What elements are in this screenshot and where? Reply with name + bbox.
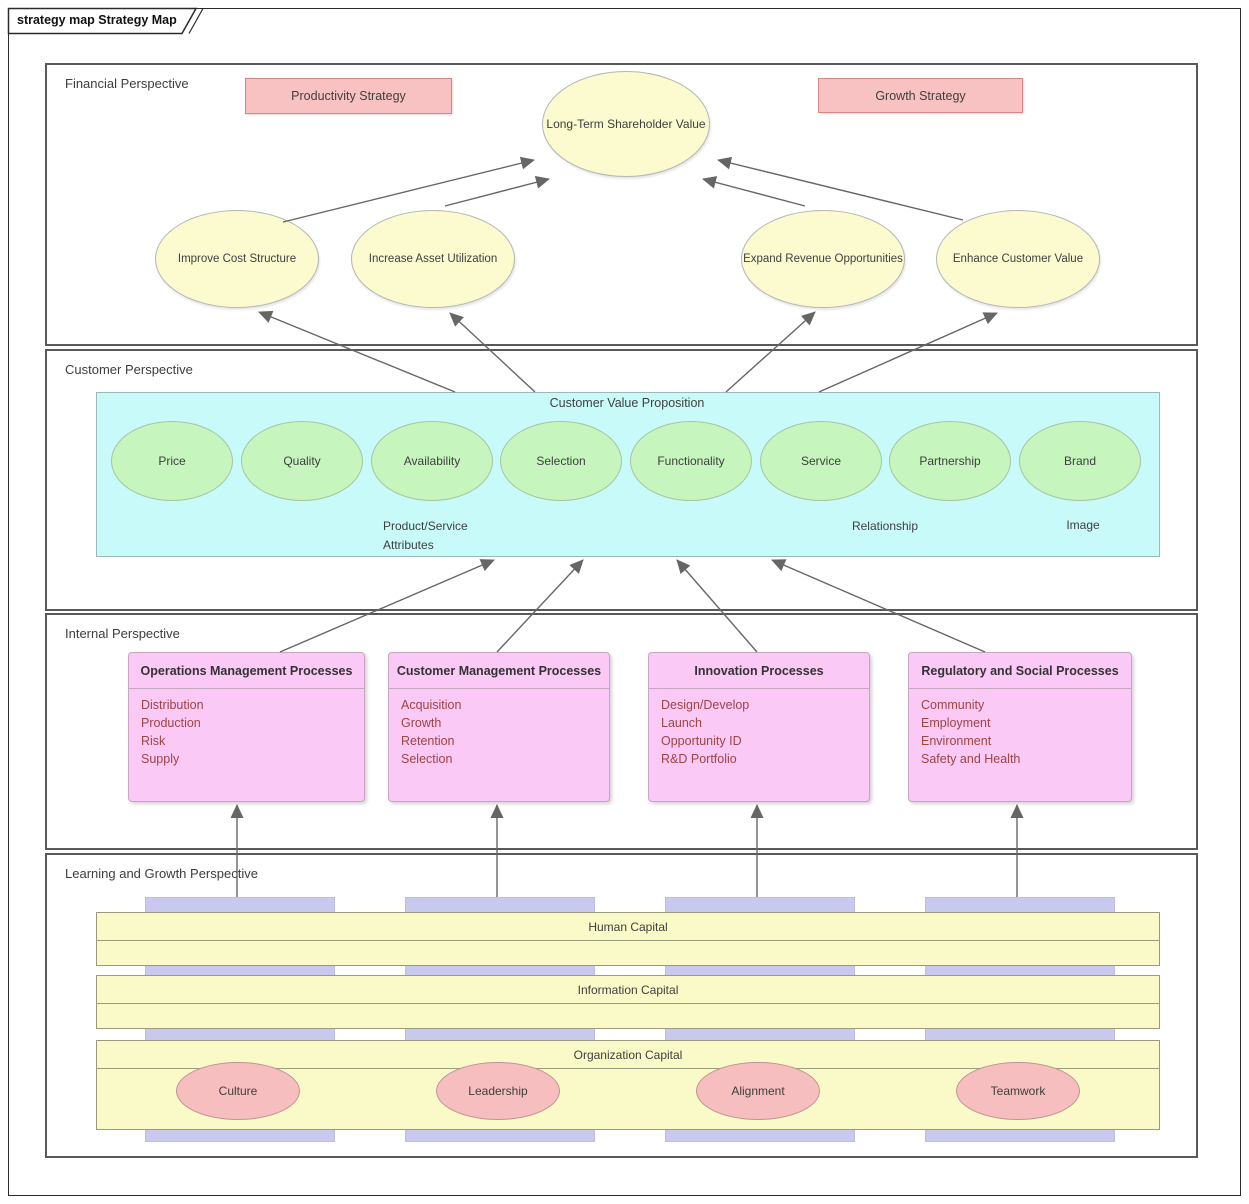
node-label: Enhance Customer Value bbox=[952, 253, 1084, 265]
band-label-learning: Learning and Growth Perspective bbox=[65, 866, 258, 881]
band-label-customer: Customer Perspective bbox=[65, 362, 193, 377]
node-quality[interactable]: Quality bbox=[241, 421, 363, 501]
node-alignment[interactable]: Alignment bbox=[696, 1062, 820, 1120]
process-item: Production bbox=[141, 716, 201, 730]
node-culture[interactable]: Culture bbox=[176, 1062, 300, 1120]
node-label: Functionality bbox=[657, 454, 725, 468]
node-innovation-processes[interactable]: Innovation Processes Design/Develop Laun… bbox=[648, 652, 870, 802]
node-label: Teamwork bbox=[990, 1084, 1046, 1098]
process-item-list: Acquisition Growth Retention Selection bbox=[389, 689, 609, 775]
node-label: Partnership bbox=[919, 454, 981, 468]
node-label: Quality bbox=[283, 454, 321, 468]
process-item: Opportunity ID bbox=[661, 734, 742, 748]
process-item-list: Design/Develop Launch Opportunity ID R&D… bbox=[649, 689, 869, 775]
node-operations-management-processes[interactable]: Operations Management Processes Distribu… bbox=[128, 652, 365, 802]
process-title: Operations Management Processes bbox=[129, 653, 364, 689]
node-functionality[interactable]: Functionality bbox=[630, 421, 752, 501]
node-customer-management-processes[interactable]: Customer Management Processes Acquisitio… bbox=[388, 652, 610, 802]
node-increase-asset-utilization[interactable]: Increase Asset Utilization bbox=[351, 210, 515, 308]
node-long-term-shareholder-value[interactable]: Long-Term Shareholder Value bbox=[542, 71, 710, 177]
node-label: Expand Revenue Opportunities bbox=[743, 253, 903, 265]
node-label: Selection bbox=[536, 454, 586, 468]
node-label: Growth Strategy bbox=[875, 88, 966, 103]
group-label-image: Image bbox=[1066, 518, 1100, 532]
node-teamwork[interactable]: Teamwork bbox=[956, 1062, 1080, 1120]
group-label-relationship: Relationship bbox=[851, 519, 919, 533]
node-growth-strategy[interactable]: Growth Strategy bbox=[818, 78, 1023, 113]
diagram-tab-title: strategy map Strategy Map bbox=[17, 13, 177, 27]
node-label: Increase Asset Utilization bbox=[368, 253, 498, 265]
process-item: R&D Portfolio bbox=[661, 752, 737, 766]
node-selection[interactable]: Selection bbox=[500, 421, 622, 501]
node-label: Improve Cost Structure bbox=[177, 253, 297, 265]
node-label: Long-Term Shareholder Value bbox=[546, 117, 706, 131]
node-information-capital[interactable]: Information Capital bbox=[96, 975, 1160, 1029]
node-expand-revenue-opportunities[interactable]: Expand Revenue Opportunities bbox=[741, 210, 905, 308]
process-title: Regulatory and Social Processes bbox=[909, 653, 1131, 689]
process-item: Supply bbox=[141, 752, 180, 766]
process-item: Acquisition bbox=[401, 698, 462, 712]
node-price[interactable]: Price bbox=[111, 421, 233, 501]
process-title: Innovation Processes bbox=[649, 653, 869, 689]
node-label: Availability bbox=[403, 454, 461, 468]
band-label-internal: Internal Perspective bbox=[65, 626, 180, 641]
capital-title: Organization Capital bbox=[97, 1041, 1159, 1069]
process-item: Selection bbox=[401, 752, 453, 766]
node-human-capital[interactable]: Human Capital bbox=[96, 912, 1160, 966]
node-label: Brand bbox=[1063, 454, 1097, 468]
band-label-financial: Financial Perspective bbox=[65, 76, 189, 91]
node-improve-cost-structure[interactable]: Improve Cost Structure bbox=[155, 210, 319, 308]
node-leadership[interactable]: Leadership bbox=[436, 1062, 560, 1120]
customer-value-proposition-title: Customer Value Proposition bbox=[549, 396, 705, 410]
node-label: Culture bbox=[218, 1084, 258, 1098]
node-enhance-customer-value[interactable]: Enhance Customer Value bbox=[936, 210, 1100, 308]
diagram-frame bbox=[8, 8, 1241, 1196]
node-label: Alignment bbox=[731, 1084, 785, 1098]
process-item: Safety and Health bbox=[921, 752, 1021, 766]
node-label: Price bbox=[158, 454, 186, 468]
process-item: Employment bbox=[921, 716, 991, 730]
process-item-list: Distribution Production Risk Supply bbox=[129, 689, 364, 775]
node-availability[interactable]: Availability bbox=[371, 421, 493, 501]
capital-title: Information Capital bbox=[97, 976, 1159, 1004]
node-label: Leadership bbox=[468, 1084, 528, 1098]
process-item: Launch bbox=[661, 716, 703, 730]
process-item: Distribution bbox=[141, 698, 204, 712]
capital-title: Human Capital bbox=[97, 913, 1159, 941]
node-partnership[interactable]: Partnership bbox=[889, 421, 1011, 501]
group-label-product-service-attributes: Product/Service Attributes bbox=[383, 519, 468, 552]
process-item-list: Community Employment Environment Safety … bbox=[909, 689, 1131, 775]
process-title: Customer Management Processes bbox=[389, 653, 609, 689]
node-productivity-strategy[interactable]: Productivity Strategy bbox=[245, 78, 452, 114]
node-label: Service bbox=[800, 454, 841, 468]
node-brand[interactable]: Brand bbox=[1019, 421, 1141, 501]
node-service[interactable]: Service bbox=[760, 421, 882, 501]
process-item: Growth bbox=[401, 716, 442, 730]
process-item: Community bbox=[921, 698, 985, 712]
process-item: Environment bbox=[921, 734, 992, 748]
process-item: Retention bbox=[401, 734, 455, 748]
node-regulatory-and-social-processes[interactable]: Regulatory and Social Processes Communit… bbox=[908, 652, 1132, 802]
process-item: Design/Develop bbox=[661, 698, 750, 712]
node-label: Productivity Strategy bbox=[291, 89, 406, 103]
process-item: Risk bbox=[141, 734, 166, 748]
